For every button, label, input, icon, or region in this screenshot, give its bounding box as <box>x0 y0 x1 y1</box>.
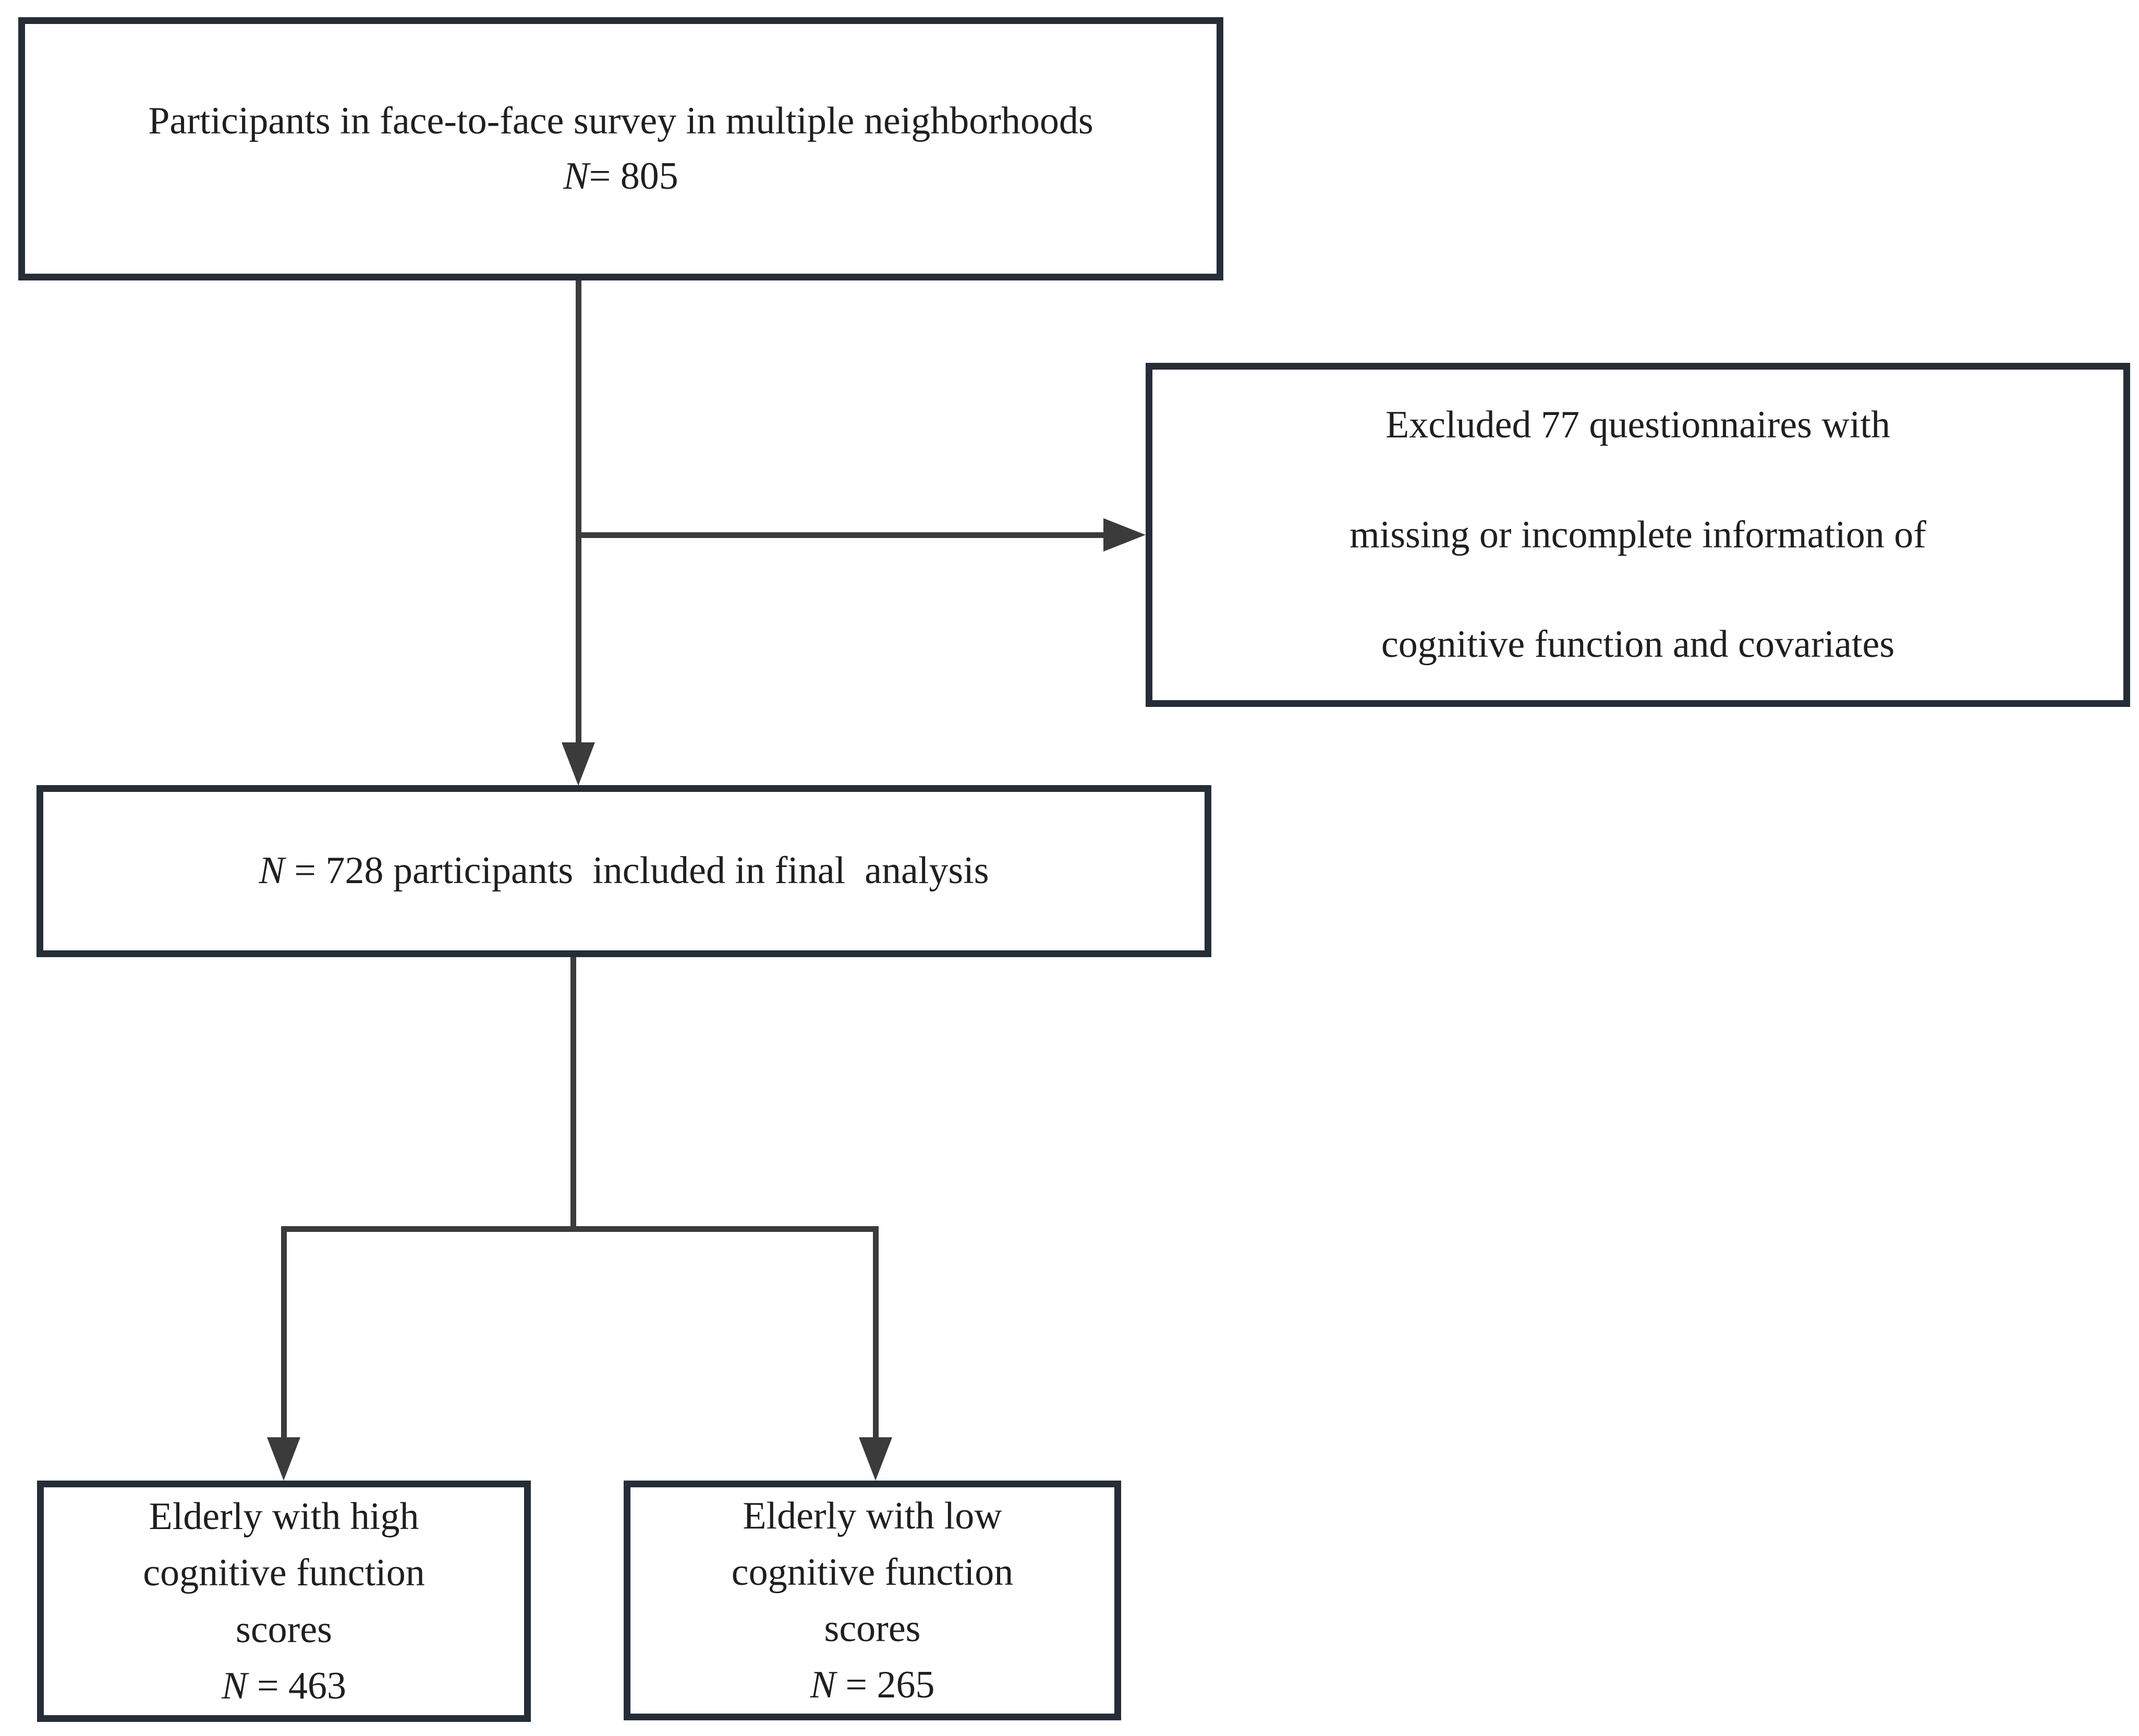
n-symbol: N <box>259 849 285 893</box>
arrowhead-down-final-icon <box>562 742 595 786</box>
low-n-line: N = 265 <box>810 1657 934 1713</box>
box-survey-population: Participants in face-to-face survey in m… <box>18 17 1223 280</box>
connector-split-to-low <box>873 1226 879 1440</box>
connector-branch-to-excluded <box>576 532 1108 538</box>
box-high-cognitive: Elderly with high cognitive function sco… <box>37 1481 531 1722</box>
connector-survey-to-final <box>576 280 581 747</box>
low-line2: cognitive function <box>731 1550 1014 1594</box>
low-line1: Elderly with low <box>743 1494 1002 1537</box>
box-excluded: Excluded 77 questionnaires with missing … <box>1146 363 2130 707</box>
excluded-line3: cognitive function and covariates <box>1381 623 1895 666</box>
high-n-line: N = 463 <box>222 1658 346 1714</box>
arrowhead-down-high-icon <box>267 1437 300 1481</box>
n-symbol: N <box>563 154 589 198</box>
excluded-line2: missing or incomplete information of <box>1350 513 1926 556</box>
arrowhead-down-low-icon <box>859 1437 892 1481</box>
arrowhead-right-excluded-icon <box>1103 518 1146 552</box>
final-description: = 728 participants included in final ana… <box>284 849 989 893</box>
high-line3: scores <box>236 1608 332 1651</box>
low-n-value: = 265 <box>835 1664 935 1707</box>
excluded-line1: Excluded 77 questionnaires with <box>1386 403 1890 446</box>
high-n-value: = 463 <box>247 1664 347 1707</box>
n-symbol: N <box>221 1664 248 1707</box>
high-line2: cognitive function <box>143 1551 425 1595</box>
connector-split-horizontal <box>281 1226 879 1232</box>
low-line3: scores <box>824 1607 921 1650</box>
survey-n-value: = 805 <box>589 154 678 198</box>
connector-split-to-high <box>281 1226 287 1440</box>
final-n-line: N = 728 participants included in final a… <box>259 843 989 899</box>
n-symbol: N <box>810 1664 836 1707</box>
box-low-cognitive: Elderly with low cognitive function scor… <box>624 1481 1121 1720</box>
box-final-analysis: N = 728 participants included in final a… <box>37 785 1211 957</box>
high-line1: Elderly with high <box>149 1495 419 1538</box>
survey-n-line: N= 805 <box>563 149 678 204</box>
connector-final-to-split <box>570 957 576 1232</box>
survey-description: Participants in face-to-face survey in m… <box>148 100 1093 143</box>
